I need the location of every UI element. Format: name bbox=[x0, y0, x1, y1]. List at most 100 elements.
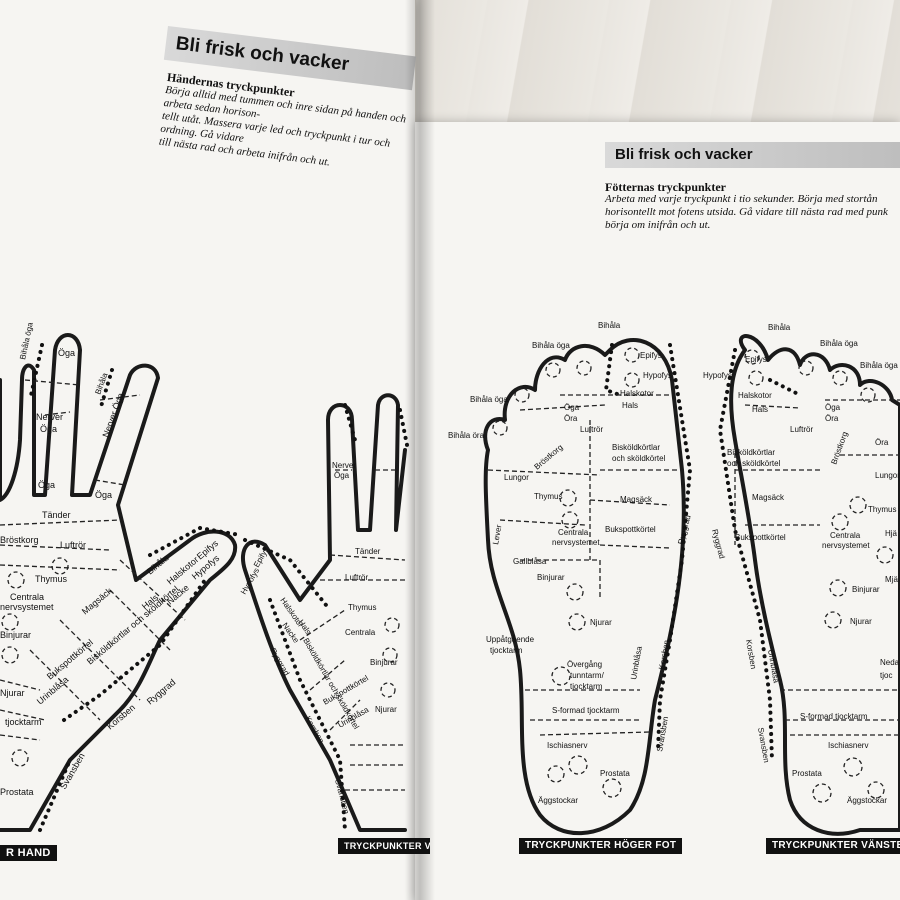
label-s-formad: S-formad tjocktarm bbox=[800, 712, 868, 721]
pressure-dots bbox=[28, 343, 242, 832]
label-oga: Öga bbox=[58, 348, 75, 358]
label-nervsystemet: nervsystemet bbox=[0, 602, 54, 612]
label-bihala-oga-2: Bihåla öga bbox=[860, 361, 898, 370]
point-circle bbox=[545, 362, 561, 378]
left-foot-diagram: Bihåla Bihåla öga Bihåla öga Epifys Hypo… bbox=[703, 323, 900, 836]
label-overgang-2: tunntarm/ bbox=[570, 671, 605, 680]
point-circle bbox=[744, 349, 760, 365]
label-biskold-2: och sköldkörtel bbox=[727, 459, 781, 468]
point-circle bbox=[576, 360, 592, 376]
intro-line: börja om inifrån och ut. bbox=[605, 219, 711, 231]
point-circle bbox=[384, 617, 400, 633]
label-nerver: Nerver bbox=[36, 412, 63, 422]
label-brostkorg: Bröstkorg bbox=[533, 443, 565, 472]
label-centrala: Centrala bbox=[830, 531, 861, 540]
point-circle bbox=[748, 370, 764, 386]
label-njurar: Njurar bbox=[375, 705, 397, 714]
label-oga: Öga bbox=[334, 471, 350, 480]
label-oga-3: Öga bbox=[38, 480, 55, 490]
right-page-subtitle: Fötternas tryckpunkter bbox=[605, 180, 726, 194]
left-hand-diagram: Nerver Öga Tänder Luftrör Thymus Central… bbox=[239, 393, 410, 832]
label-brostkorg: Bröstkorg bbox=[0, 535, 39, 545]
label-nervsystemet: nervsystemet bbox=[552, 538, 600, 547]
label-hals: Hals bbox=[752, 405, 768, 414]
caption-right-hand: R HAND bbox=[0, 845, 57, 861]
label-magsack: Magsäck bbox=[752, 493, 785, 502]
label-binjurar: Binjurar bbox=[0, 630, 31, 640]
label-bihala-oga: Bihåla öga bbox=[820, 339, 858, 348]
point-circle bbox=[849, 496, 867, 514]
label-halskotor: Halskotor bbox=[738, 391, 772, 400]
point-circle bbox=[843, 757, 863, 777]
intro-line: Arbeta med varje tryckpunkt i tio sekund… bbox=[605, 193, 878, 205]
caption-left-foot: TRYCKPUNKTER VÄNSTER bbox=[766, 838, 900, 854]
zone-lines bbox=[734, 399, 900, 736]
point-circle bbox=[624, 372, 640, 388]
point-circle bbox=[547, 765, 565, 783]
label-binjurar: Binjurar bbox=[537, 573, 565, 582]
label-ryggrad: Ryggrad bbox=[710, 528, 727, 560]
label-thymus: Thymus bbox=[35, 574, 68, 584]
label-tjoc: tjoc bbox=[880, 671, 892, 680]
label-ora-2: Öra bbox=[875, 438, 889, 447]
label-gallblasa: Gallblåsa bbox=[513, 557, 547, 566]
point-circle bbox=[824, 611, 842, 629]
label-aggstockar: Äggstockar bbox=[538, 796, 578, 805]
intro-line: horisontellt mot fotens utsida. Gå vidar… bbox=[605, 206, 888, 218]
point-circle bbox=[382, 647, 398, 663]
label-bihala: Bihåla bbox=[768, 323, 791, 332]
label-njurar: Njurar bbox=[850, 617, 872, 626]
point-circle bbox=[561, 511, 579, 529]
hand-outline bbox=[241, 393, 407, 832]
label-prostata: Prostata bbox=[792, 769, 822, 778]
point-circle bbox=[860, 387, 876, 403]
label-luftror: Luftrör bbox=[580, 425, 603, 434]
label-centrala: Centrala bbox=[558, 528, 589, 537]
label-njurar: Njurar bbox=[0, 688, 25, 698]
label-urinblasa: Urinblåsa bbox=[629, 645, 644, 680]
left-page bbox=[0, 0, 416, 900]
label-uppatgaende: Uppåtgående bbox=[486, 635, 535, 644]
label-luftror: Luftrör bbox=[60, 540, 86, 550]
right-page-intro: Arbeta med varje tryckpunkt i tio sekund… bbox=[605, 193, 900, 232]
point-circle bbox=[568, 755, 588, 775]
label-luftror: Luftrör bbox=[345, 573, 368, 582]
point-circle bbox=[380, 682, 396, 698]
label-lever: Lever bbox=[491, 524, 503, 546]
label-svansben: Svansben bbox=[655, 716, 670, 753]
label-binjurar: Binjurar bbox=[852, 585, 880, 594]
point-circle bbox=[1, 613, 19, 631]
label-biskold-1: Bisköldkörtlar bbox=[727, 448, 775, 457]
label-magsack: Magsäck bbox=[620, 495, 653, 504]
label-tjocktarm: tjocktarm bbox=[490, 646, 523, 655]
label-centrala: Centrala bbox=[10, 592, 44, 602]
label-prostata: Prostata bbox=[0, 787, 34, 797]
point-circle bbox=[559, 489, 577, 507]
point-circle bbox=[832, 370, 848, 386]
label-biskold-2: och sköldkörtel bbox=[612, 454, 666, 463]
foot-outline bbox=[729, 334, 900, 836]
label-hypofys: Hypofys bbox=[643, 371, 672, 380]
label-epifys: Epifys bbox=[252, 546, 271, 569]
label-korsben: Korsben bbox=[303, 715, 326, 745]
point-circle bbox=[492, 420, 508, 436]
caption-right-foot: TRYCKPUNKTER HÖGER FOT bbox=[519, 838, 683, 854]
label-bukspott: Bukspottkörtel bbox=[735, 533, 786, 542]
zone-lines bbox=[487, 394, 680, 736]
zone-lines bbox=[299, 469, 406, 791]
label-luftror: Luftrör bbox=[790, 425, 813, 434]
label-magsack: Magsäck bbox=[80, 585, 114, 616]
right-foot-diagram: Bihåla Bihåla öga Bihåla öga Bihåla öra … bbox=[448, 321, 693, 836]
label-bihala: Bihåla bbox=[598, 321, 621, 330]
label-nedat: Neda bbox=[880, 658, 900, 667]
pressure-dots bbox=[603, 343, 693, 752]
right-page bbox=[415, 122, 900, 900]
point-circle bbox=[568, 613, 586, 631]
label-svansben: Svansben bbox=[333, 778, 351, 815]
label-mjalte: Mjä bbox=[885, 575, 898, 584]
label-binjurar: Binjurar bbox=[370, 658, 398, 667]
point-circle bbox=[602, 778, 622, 798]
label-oga: Öga bbox=[825, 403, 841, 412]
label-oga-2: Öga bbox=[40, 424, 57, 434]
